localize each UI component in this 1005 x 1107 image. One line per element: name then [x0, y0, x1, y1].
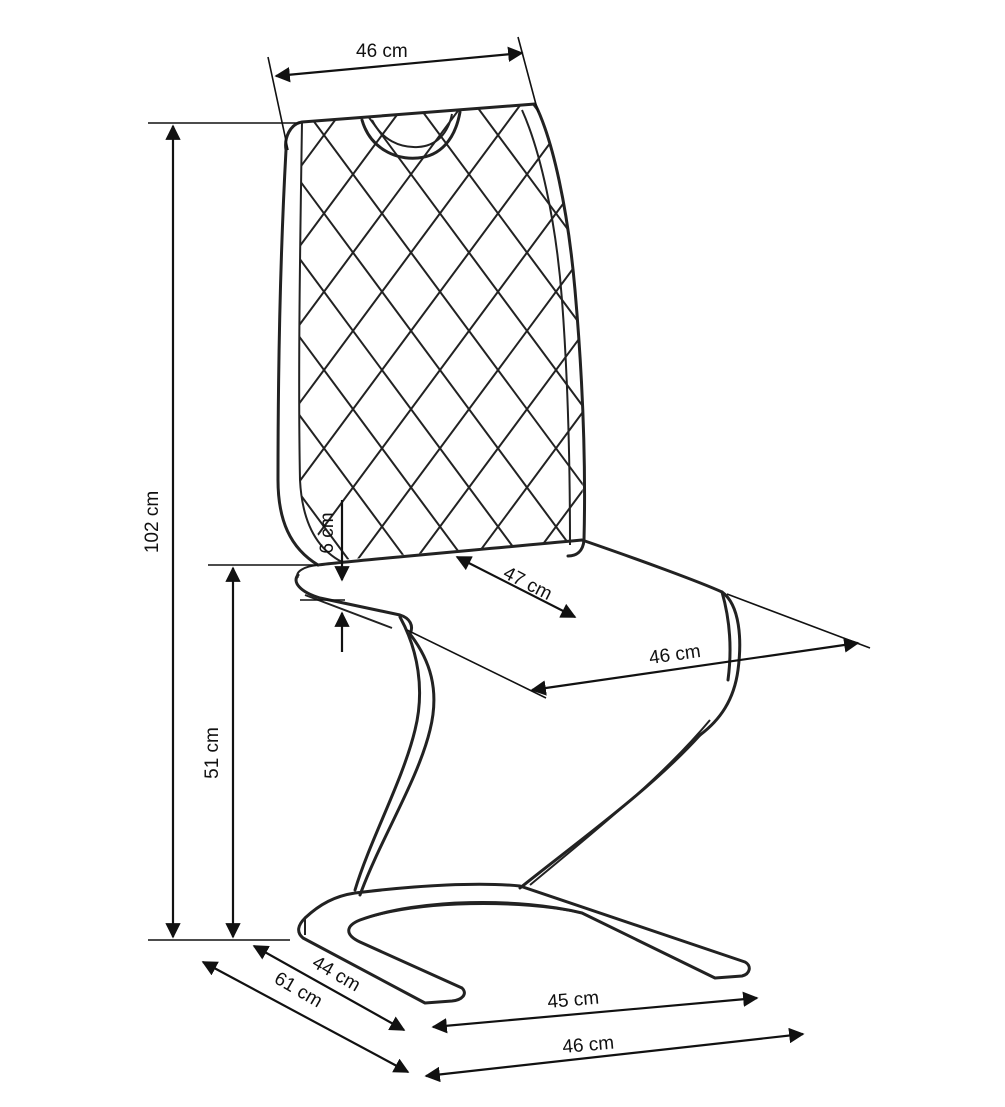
quilt-stitch-line: [686, 100, 1005, 586]
quilt-stitch-line: [299, 104, 369, 560]
dim-total-width: 46 cm: [424, 1027, 805, 1083]
label-seat-thickness: 6 cm: [317, 512, 338, 553]
quilt-stitch-line: [0, 100, 194, 586]
label-total-height: 102 cm: [142, 491, 163, 553]
quilt-stitch-line: [994, 100, 1005, 586]
dim-seat-height: 51 cm: [202, 564, 318, 939]
backrest-quilting: [0, 100, 1005, 586]
quilt-stitch-line: [860, 100, 1005, 586]
quilt-stitch-line: [762, 100, 1005, 586]
label-seat-depth: 47 cm: [500, 563, 556, 605]
quilt-stitch-line: [299, 104, 543, 560]
handle-cutout: [360, 110, 462, 160]
quilt-stitch-line: [918, 100, 1005, 586]
quilt-stitch-line: [628, 100, 988, 586]
quilt-stitch-line: [299, 104, 485, 560]
quilt-stitch-line: [646, 100, 1005, 586]
backrest-outline: [284, 102, 587, 558]
quilt-stitch-line: [0, 100, 20, 586]
quilt-stitch-line: [299, 104, 467, 560]
label-base-width: 45 cm: [547, 988, 600, 1013]
label-back-width: 46 cm: [356, 41, 408, 62]
quilt-stitch-line: [299, 104, 427, 560]
quilt-stitch-line: [471, 104, 583, 560]
quilt-stitch-line: [588, 100, 948, 586]
chair-drawing: [0, 100, 1005, 1005]
quilt-stitch-line: [299, 104, 525, 560]
dimension-annotations: 46 cm 102 cm 51 cm 6 cm 47 cm: [142, 36, 871, 1083]
quilt-stitch-line: [299, 104, 351, 560]
quilt-stitch-line: [337, 104, 583, 560]
quilt-stitch-line: [802, 100, 1005, 586]
seat-front-edge: [294, 573, 414, 636]
quilt-stitch-line: [0, 100, 118, 586]
quilt-stitch-line: [704, 100, 1005, 586]
quilt-stitch-line: [0, 100, 252, 586]
dim-total-height: 102 cm: [142, 122, 300, 941]
quilt-stitch-line: [453, 104, 583, 560]
seat-top: [316, 538, 742, 737]
quilt-stitch-line: [299, 104, 583, 560]
dim-seat-depth: 47 cm: [455, 556, 577, 618]
quilt-stitch-line: [299, 104, 583, 560]
quilt-stitch-line: [744, 100, 1005, 586]
dim-seat-thickness: 6 cm: [300, 500, 350, 652]
quilt-stitch-line: [0, 100, 234, 586]
quilt-stitch-line: [878, 100, 1005, 586]
quilt-stitch-line: [820, 100, 1005, 586]
quilt-stitch-line: [569, 104, 583, 560]
quilt-stitch-line: [976, 100, 1005, 586]
label-seat-height: 51 cm: [202, 727, 223, 779]
quilt-stitch-line: [395, 104, 583, 560]
chair-base: [297, 882, 751, 1005]
quilt-stitch-line: [936, 100, 1005, 586]
dim-base-width: 45 cm: [431, 988, 759, 1034]
quilt-stitch-line: [355, 104, 583, 560]
quilt-stitch-line: [511, 104, 583, 560]
label-total-width: 46 cm: [562, 1033, 615, 1058]
dim-seat-width: 46 cm: [406, 593, 871, 699]
quilt-stitch-line: [299, 104, 409, 560]
quilt-stitch-line: [413, 104, 583, 560]
label-seat-width: 46 cm: [648, 641, 702, 669]
quilt-stitch-line: [0, 100, 2, 586]
dim-back-width: 46 cm: [267, 36, 539, 151]
quilt-stitch-line: [0, 100, 60, 586]
quilt-stitch-line: [299, 104, 583, 560]
chair-frame: [358, 632, 436, 897]
quilt-stitch-line: [0, 100, 136, 586]
quilt-stitch-line: [0, 100, 78, 586]
